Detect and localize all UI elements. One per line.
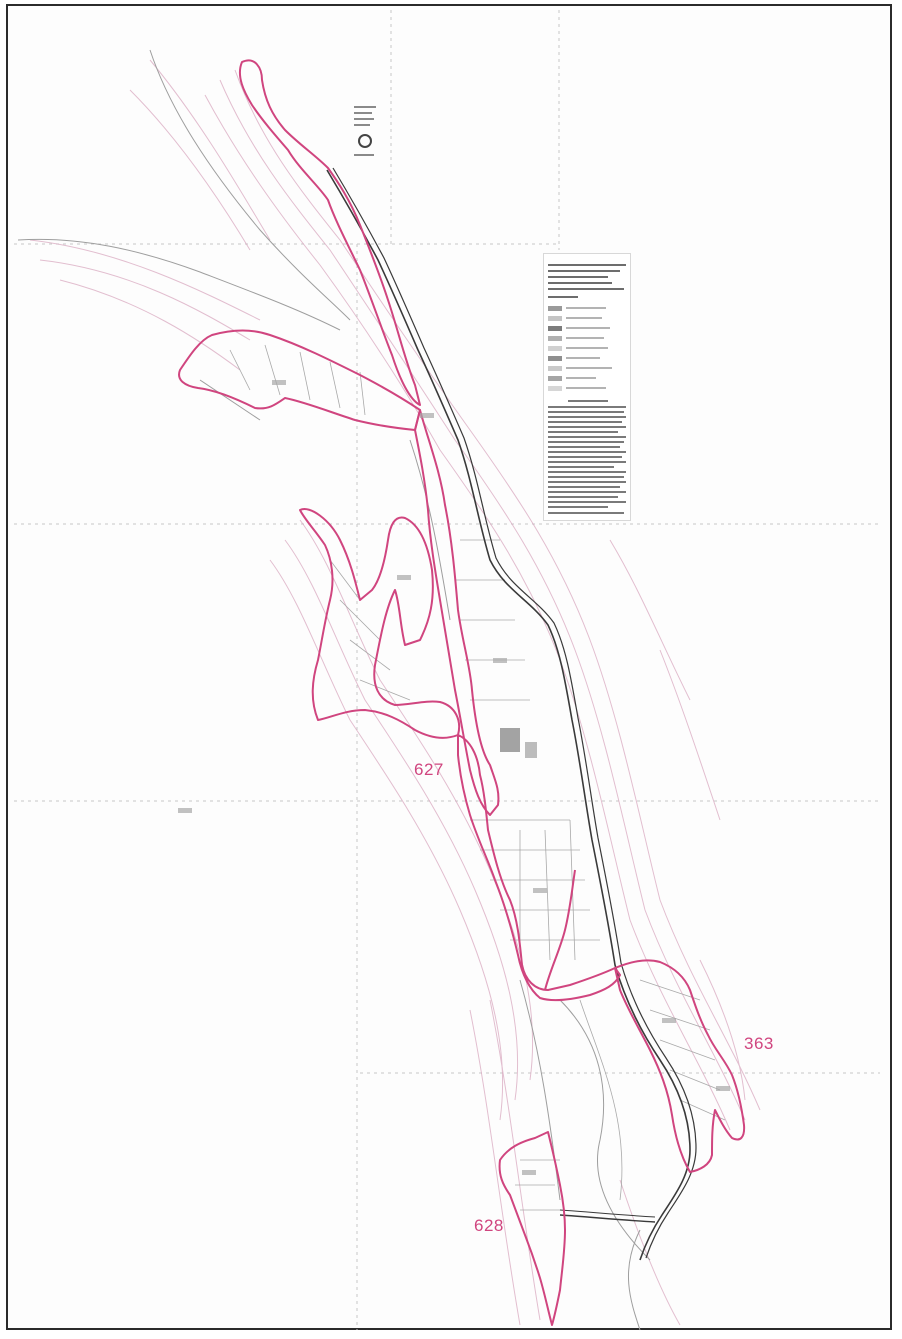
plot-label-628: 628 (474, 1216, 504, 1235)
plot-mark (420, 413, 434, 418)
plot-mark (716, 1086, 730, 1091)
plot-mark (178, 808, 192, 813)
plot-subdivisions (229, 344, 726, 1211)
north-arrow-block (352, 104, 380, 162)
contour-lines (29, 59, 761, 1326)
plot-mark (272, 380, 286, 385)
map-sheet (6, 4, 892, 1330)
plot-mark (662, 1018, 676, 1023)
stream-lines (17, 49, 651, 1331)
map-legend (543, 253, 631, 521)
shaded-plot (500, 728, 520, 752)
north-arrow-icon (358, 134, 372, 148)
main-road (326, 167, 697, 1261)
plot-label-627: 627 (414, 760, 444, 779)
plot-mark (493, 658, 507, 663)
plot-mark (522, 1170, 536, 1175)
plot-mark (533, 888, 547, 893)
plot-label-363: 363 (744, 1034, 774, 1053)
boundary-lines (178, 59, 746, 1326)
shaded-plot-2 (525, 742, 537, 758)
sheet-grid (14, 10, 880, 1330)
plot-mark (397, 575, 411, 580)
